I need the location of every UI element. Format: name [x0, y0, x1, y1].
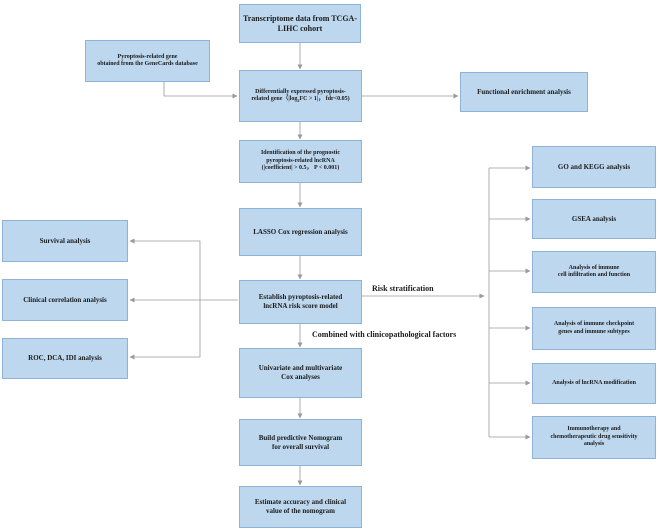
node-estimate: Estimate accuracy and clinical value of … — [239, 486, 362, 528]
node-gsea-label: GSEA analysis — [571, 214, 617, 223]
node-lncrna-mod-label: Analysis of lncRNA modification — [552, 379, 636, 386]
node-deg-line2: related gene（|log2FC > 1|， fdr<0.05) — [251, 96, 349, 104]
node-genecards-line1: Pyroptosis-related gene — [117, 53, 178, 60]
node-survival: Survival analysis — [2, 220, 128, 262]
node-go-label: GO and KEGG analysis — [557, 162, 631, 171]
node-estimate-line1: Estimate accuracy and clinical — [254, 498, 347, 507]
node-prognostic-line2: pyroptosis-related lncRNA — [266, 157, 335, 164]
node-immunotherapy-line1: Immunotherapy and — [567, 426, 621, 433]
node-clinical-label: Clinical correlation analysis — [23, 295, 107, 304]
node-checkpoint-line1: Analysis of immune checkpoint — [553, 321, 635, 327]
node-roc: ROC, DCA, IDI analysis — [2, 338, 128, 379]
node-immune-cell-line2: cell infiltration and function — [557, 272, 631, 278]
arrow-model-to-roc — [129, 300, 201, 360]
node-nomogram: Build predictive Nomogram for overall su… — [239, 419, 362, 466]
node-lncrna-mod: Analysis of lncRNA modification — [532, 363, 656, 404]
node-genecards: Pyroptosis-related gene obtained from th… — [85, 40, 210, 82]
node-prognostic-line1: Identification of the prognostic — [260, 150, 341, 157]
node-immune-cell: Analysis of immune cell infiltration and… — [532, 251, 656, 293]
node-model-line2: lncRNA risk score model — [263, 302, 338, 310]
node-univariate: Univariate and multivariate Cox analyses — [239, 348, 362, 398]
node-immunotherapy-line3: analysis — [583, 441, 605, 448]
node-genecards-line2: obtained from the GeneCards database — [97, 61, 198, 67]
node-model-line1: Establish pyroptosis-related — [258, 293, 343, 302]
node-nomogram-line2: for overall survival — [271, 442, 330, 451]
node-tcga: Transcriptome data from TCGA- LIHC cohor… — [239, 4, 361, 43]
node-prognostic-line3: (|coefficient| > 0.5， P < 0.001) — [261, 165, 340, 172]
node-functional-label: Functional enrichment analysis — [477, 87, 571, 96]
node-deg: Differentially expressed pyroptosis- rel… — [239, 70, 362, 122]
arrow-model-to-survival — [129, 238, 201, 300]
node-gsea: GSEA analysis — [532, 199, 656, 239]
label-risk-stratification: Risk stratification — [372, 284, 434, 293]
node-lasso: LASSO Cox regression analysis — [239, 208, 362, 256]
node-nomogram-line1: Build predictive Nomogram — [258, 433, 343, 442]
node-tcga-line1: Transcriptome data from TCGA- — [243, 13, 357, 23]
node-immune-cell-line1: Analysis of immune — [568, 264, 620, 271]
node-deg-line1: Differentially expressed pyroptosis- — [255, 88, 346, 95]
node-survival-label: Survival analysis — [39, 236, 91, 245]
node-univariate-line1: Univariate and multivariate — [258, 364, 343, 373]
node-lasso-label: LASSO Cox regression analysis — [253, 227, 348, 236]
node-clinical: Clinical correlation analysis — [2, 279, 128, 321]
node-model: Establish pyroptosis-related lncRNA risk… — [239, 280, 362, 324]
node-prognostic: Identification of the prognostic pyropto… — [239, 140, 362, 183]
node-deg-line2-pre: related gene（|log — [251, 96, 298, 102]
node-checkpoint-line2: genes and immune subtypes — [558, 328, 630, 335]
node-roc-label: ROC, DCA, IDI analysis — [28, 354, 102, 363]
label-combined-factors: Combined with clinicopathological factor… — [312, 330, 457, 339]
node-checkpoint: Analysis of immune checkpoint genes and … — [532, 307, 656, 350]
node-deg-line2-sub: 2 — [297, 98, 300, 104]
node-deg-line2-post: FC > 1|， fdr<0.05) — [299, 96, 350, 102]
node-immunotherapy: Immunotherapy and chemotherapeutic drug … — [532, 416, 656, 459]
node-tcga-line2: LIHC cohort — [277, 23, 323, 33]
node-univariate-line2: Cox analyses — [281, 373, 320, 381]
node-estimate-line2: value of the nomogram — [265, 507, 336, 515]
node-immunotherapy-line2: chemotherapeutic drug sensitivity — [550, 433, 638, 440]
node-functional: Functional enrichment analysis — [460, 72, 588, 112]
node-go: GO and KEGG analysis — [532, 146, 656, 188]
